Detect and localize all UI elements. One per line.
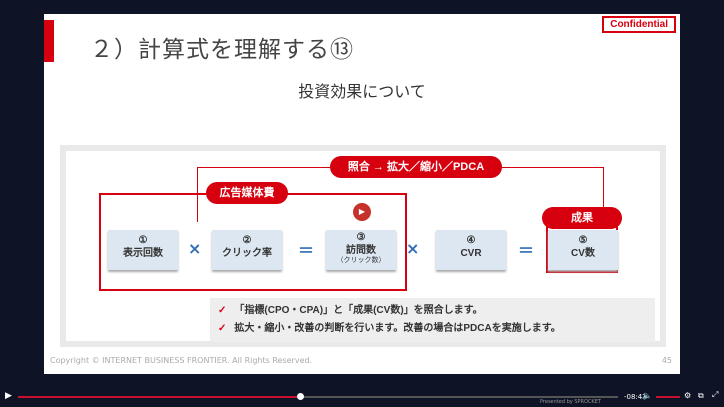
seek-handle[interactable] [297,393,304,400]
slide-title: ２）計算式を理解する⑬ [90,37,354,63]
pill-cost: 広告媒体費 [206,182,288,204]
play-icon[interactable]: ▶ [353,203,371,221]
check-icon: ✓ [218,323,227,334]
bullet-list: ✓「指標(CPO・CPA)」と「成果(CV数)」を照合します。 ✓拡大・縮小・改… [210,298,655,342]
pill-compare: 照合 → 拡大／縮小／PDCA [330,156,502,178]
settings-icon[interactable]: ⚙ [684,391,692,400]
video-controls: ▶ -08:42 🔈 Presented by SPROCKET ⚙ ⧉ ⤢ [0,388,724,407]
fullscreen-icon[interactable]: ⤢ [712,390,719,399]
popout-icon[interactable]: ⧉ [698,391,704,400]
confidential-label: Confidential [602,16,676,33]
bullet-item: ✓拡大・縮小・改善の判断を行います。改善の場合はPDCAを実施します。 [218,323,561,334]
seek-progress [18,396,300,398]
equals-icon: ＝ [518,241,535,260]
page-number: 45 [661,356,672,365]
multiply-icon: × [188,239,202,258]
bullet-item: ✓「指標(CPO・CPA)」と「成果(CV数)」を照合します。 [218,305,483,316]
check-icon: ✓ [218,305,227,316]
copyright: Copyright © INTERNET BUSINESS FRONTIER. … [50,356,313,365]
play-button[interactable]: ▶ [5,391,12,401]
slide-subtitle: 投資効果について [298,82,426,101]
time-remaining: -08:42 [624,393,647,401]
multiply-icon: × [406,239,420,258]
volume-slider[interactable] [656,396,680,398]
volume-icon[interactable]: 🔈 [642,391,652,400]
equals-icon: ＝ [298,241,315,260]
seek-bar[interactable] [18,393,618,400]
accent-bar [44,20,54,62]
brand-label: Presented by SPROCKET [540,399,601,405]
slide: ２）計算式を理解する⑬ Confidential 投資効果について 照合 → 拡… [44,14,680,374]
pill-result: 成果 [542,207,622,229]
